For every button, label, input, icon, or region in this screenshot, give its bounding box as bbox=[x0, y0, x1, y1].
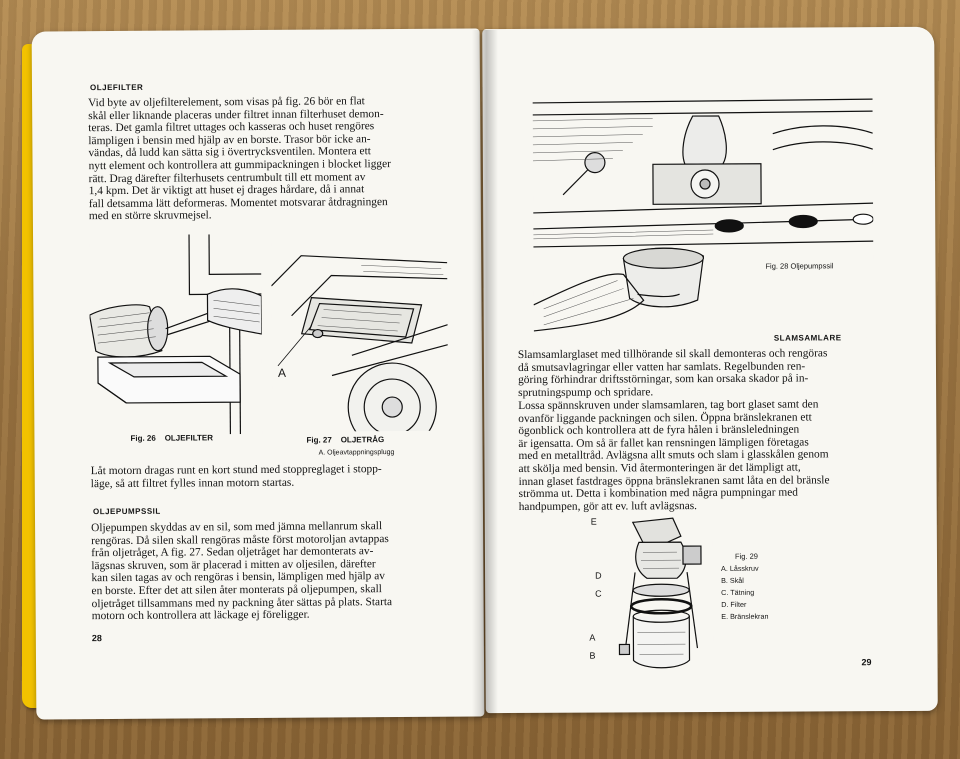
left-page: OLJEFILTER Vid byte av oljefilterelement… bbox=[31, 28, 485, 720]
slamsamlare-paragraph-1: Slamsamlarglaset med tillhörande sil ska… bbox=[518, 347, 890, 399]
fig-26-oil-filter-illustration bbox=[89, 233, 263, 436]
fig-27-title: OLJETRÅG bbox=[340, 435, 385, 445]
slamsamlare-paragraph-2: Lossa spännskruven under slamsamlaren, t… bbox=[518, 398, 891, 513]
fig-29-legend-b: B. Skål bbox=[721, 575, 744, 585]
fig-29-callout-d: D bbox=[595, 570, 602, 581]
text-line: med en större skruvmejsel. bbox=[88, 209, 212, 223]
fig-27-number: Fig. 27 bbox=[306, 435, 332, 445]
fig-29-legend-a: A. Låsskruv bbox=[721, 563, 759, 573]
fig-27-caption: Fig. 27 OLJETRÅG bbox=[306, 435, 384, 445]
oljefilter-paragraph: Vid byte av oljefilterelement, som visas… bbox=[88, 95, 439, 223]
text-line: motorn och kontrollera att läckage ej fö… bbox=[91, 608, 310, 623]
after-figures-paragraph: Låt motorn dragas runt en kort stund med… bbox=[91, 463, 441, 491]
fig-29-callout-e: E bbox=[590, 516, 597, 527]
page-number-left: 28 bbox=[91, 633, 102, 644]
fig-29-callout-c: C bbox=[595, 588, 602, 599]
fig-26-caption: Fig. 26 OLJEFILTER bbox=[130, 433, 213, 443]
oljepumpssil-heading: OLJEPUMPSSIL bbox=[92, 506, 161, 517]
text-line: läge, så att filtret fylles innan motorn… bbox=[90, 476, 295, 490]
fig-29-legend-e: E. Bränslekran bbox=[721, 611, 769, 621]
fig-26-number: Fig. 26 bbox=[130, 433, 156, 443]
right-page: Fig. 28 Oljepumpssil SLAMSAMLARE Slamsam… bbox=[482, 26, 938, 714]
text-line: sprutningspump och spridare. bbox=[518, 386, 654, 399]
oljefilter-heading: OLJEFILTER bbox=[89, 82, 144, 93]
fig-27-callout-a: A bbox=[277, 365, 287, 380]
fig-29-legend: A. Låsskruv B. Skål C. Tätning D. Filter… bbox=[721, 563, 768, 623]
text-line: rengöras. Då silen skall rengöras måste … bbox=[91, 532, 389, 547]
text-line: nytt element och kontrollera att gummipa… bbox=[88, 158, 391, 173]
oljepumpssil-paragraph: Oljepumpen skyddas av en sil, som med jä… bbox=[91, 520, 442, 623]
text-line: oljetråget tillsammans med ny packning å… bbox=[91, 595, 393, 610]
fig-29-callout-b: B bbox=[589, 650, 596, 661]
fig-29-callout-a: A bbox=[589, 632, 596, 643]
fig-29-legend-d: D. Filter bbox=[721, 599, 747, 609]
fig-27-oil-pan-illustration bbox=[271, 234, 449, 432]
fig-29-number: Fig. 29 bbox=[734, 551, 758, 561]
fig-28-oil-pump-strainer-illustration bbox=[532, 93, 874, 339]
fig-26-title: OLJEFILTER bbox=[164, 433, 214, 443]
page-number-right: 29 bbox=[861, 657, 872, 668]
fig-27-subcaption: A. Oljeavtappningsplugg bbox=[318, 449, 395, 457]
slamsamlare-heading: SLAMSAMLARE bbox=[773, 333, 842, 343]
fig-29-legend-c: C. Tätning bbox=[721, 587, 755, 597]
fig-29-fuel-sediment-bowl-illustration bbox=[602, 511, 714, 673]
fig-28-caption: Fig. 28 Oljepumpssil bbox=[765, 261, 834, 271]
